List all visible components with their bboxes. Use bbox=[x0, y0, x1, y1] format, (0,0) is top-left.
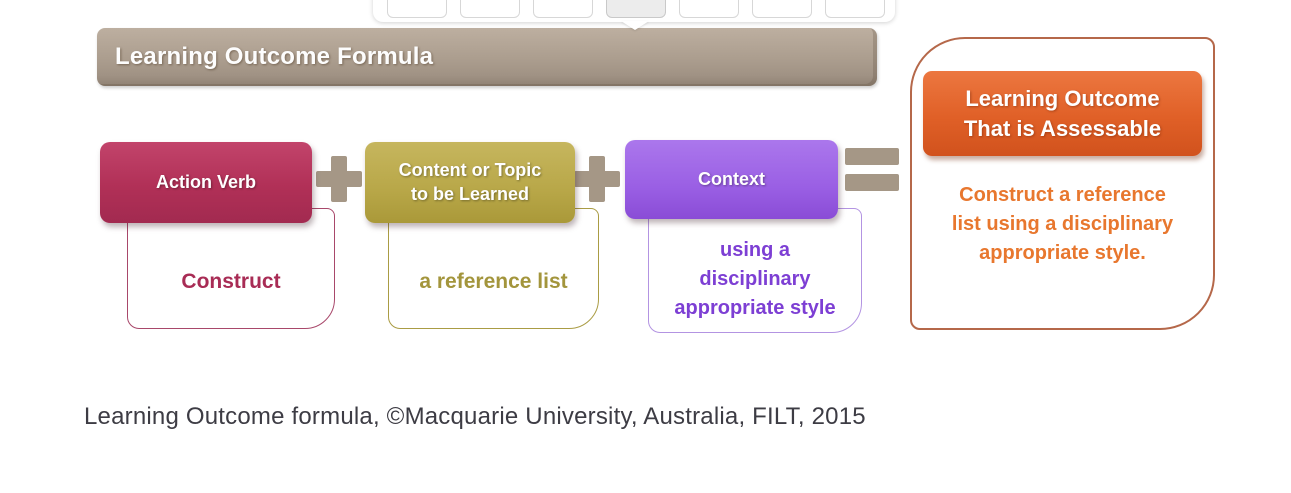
popover-button[interactable] bbox=[533, 0, 593, 18]
equals-icon bbox=[845, 148, 899, 191]
plus-icon bbox=[574, 156, 620, 202]
result-title-box: Learning Outcome That is Assessable bbox=[923, 71, 1202, 156]
page-title: Learning Outcome Formula bbox=[115, 43, 434, 70]
content-topic-example-box: a reference list bbox=[388, 208, 599, 329]
context-example: using a disciplinary appropriate style bbox=[674, 239, 836, 319]
content-topic-example: a reference list bbox=[419, 269, 568, 293]
action-verb-label: Action Verb bbox=[155, 171, 257, 192]
popover-buttons bbox=[387, 0, 885, 18]
popover-button[interactable] bbox=[825, 0, 885, 18]
popover-button[interactable] bbox=[387, 0, 447, 18]
content-topic-box: Content or Topic to be Learned bbox=[365, 142, 575, 223]
title-banner: Learning Outcome Formula bbox=[97, 28, 877, 86]
result-title: Learning Outcome That is Assessable bbox=[963, 85, 1162, 141]
popover-button[interactable] bbox=[460, 0, 520, 18]
result-example: Construct a reference list using a disci… bbox=[951, 184, 1174, 264]
popover-button[interactable] bbox=[679, 0, 739, 18]
popover-button[interactable] bbox=[606, 0, 666, 18]
content-topic-label: Content or Topic to be Learned bbox=[398, 160, 542, 204]
result-card: Learning Outcome That is Assessable Cons… bbox=[910, 37, 1215, 330]
plus-icon bbox=[316, 156, 362, 202]
context-label: Context bbox=[698, 168, 765, 189]
popover-button[interactable] bbox=[752, 0, 812, 18]
caption: Learning Outcome formula, ©Macquarie Uni… bbox=[84, 403, 866, 430]
action-verb-example-box: Construct bbox=[127, 208, 335, 329]
action-verb-box: Action Verb bbox=[100, 142, 312, 223]
popover-arrow-icon bbox=[621, 21, 649, 30]
format-popover bbox=[373, 0, 895, 22]
context-example-box: using a disciplinary appropriate style bbox=[648, 208, 862, 333]
action-verb-example: Construct bbox=[181, 269, 281, 293]
context-box: Context bbox=[625, 140, 838, 219]
